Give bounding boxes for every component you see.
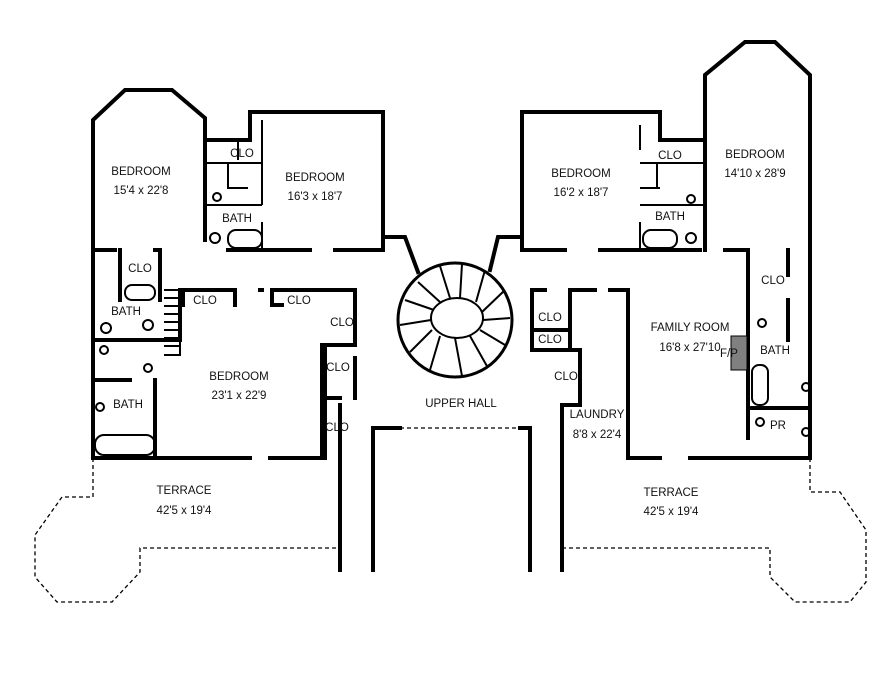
room-name: BEDROOM (209, 371, 268, 383)
terrace-right-outline (562, 458, 867, 603)
wall-bedroom-ne (703, 40, 812, 460)
bathtub (227, 229, 263, 249)
room-size: 8'8 x 22'4 (573, 429, 622, 441)
wall-closet-right (639, 125, 705, 250)
wall-bedroom-n-left (203, 110, 385, 252)
room-laundry: LAUNDRY 8'8 x 22'4 (570, 409, 625, 441)
closet-label: CLO (326, 362, 350, 374)
toilet (209, 232, 221, 244)
room-family-room: FAMILY ROOM 16'8 x 27'10 (651, 322, 730, 354)
terrace-left-outline (34, 458, 340, 603)
stair-treads (399, 263, 511, 377)
toilet (99, 345, 109, 355)
bath-label: BATH (760, 345, 790, 357)
bathtub (642, 229, 678, 249)
toilet (142, 319, 154, 331)
wall-closet (205, 120, 263, 250)
bath-label: BATH (655, 211, 685, 223)
closet-label: CLO (287, 295, 311, 307)
wall-bedroom-sw (91, 288, 564, 572)
room-size: 42'5 x 19'4 (157, 505, 213, 517)
toilet (686, 194, 696, 204)
bathtub (751, 364, 769, 406)
toilet (685, 232, 697, 244)
closet-label: CLO (554, 371, 578, 383)
room-size: 23'1 x 22'9 (212, 390, 267, 402)
toilet (100, 322, 112, 334)
wall-hall-left (381, 235, 524, 275)
room-name: TERRACE (157, 485, 212, 497)
wall-family-room (723, 248, 812, 440)
bath-label: BATH (113, 399, 143, 411)
room-bedroom-sw: BEDROOM 23'1 x 22'9 (209, 371, 268, 402)
toilet (95, 402, 105, 412)
toilet (143, 363, 153, 373)
room-size: 16'8 x 27'10 (659, 342, 720, 354)
bath-label: BATH (111, 306, 141, 318)
room-size: 42'5 x 19'4 (644, 506, 700, 518)
room-terrace-left: TERRACE 42'5 x 19'4 (157, 485, 213, 517)
toilet (757, 318, 767, 328)
room-bedroom-nw: BEDROOM 15'4 x 22'8 (111, 166, 170, 197)
closet-label: CLO (330, 317, 354, 329)
closet-label: CLO (193, 295, 217, 307)
closet-label: CLO (230, 148, 254, 160)
closet-label: CLO (538, 312, 562, 324)
room-size: 15'4 x 22'8 (114, 185, 169, 197)
closet-label: CLO (658, 150, 682, 162)
closet-label: CLO (761, 275, 785, 287)
closet-label: CLO (325, 422, 349, 434)
spiral-staircase (396, 261, 514, 379)
toilet (212, 192, 222, 202)
toilet (801, 382, 811, 392)
room-name: FAMILY ROOM (651, 322, 730, 334)
room-name: BEDROOM (111, 166, 170, 178)
fireplace-label: F/P (720, 348, 738, 360)
wall-bedroom-n-right (520, 110, 707, 252)
room-terrace-right: TERRACE 42'5 x 19'4 (644, 487, 700, 518)
room-name: LAUNDRY (570, 409, 625, 421)
room-bedroom-n-left: BEDROOM 16'3 x 18'7 (285, 172, 344, 203)
wall-laundry (530, 288, 752, 460)
room-name: TERRACE (644, 487, 699, 499)
room-size: 14'10 x 28'9 (724, 168, 785, 180)
room-upper-hall: UPPER HALL (425, 398, 497, 410)
bathtub (124, 284, 156, 301)
powder-room-label: PR (770, 420, 786, 432)
stair-well (430, 297, 484, 339)
closet-label: CLO (538, 334, 562, 346)
room-bedroom-n-right: BEDROOM 16'2 x 18'7 (551, 168, 610, 199)
room-name: BEDROOM (725, 149, 784, 161)
room-bedroom-ne: BEDROOM 14'10 x 28'9 (724, 149, 785, 180)
fireplace (730, 335, 748, 371)
room-name: BEDROOM (551, 168, 610, 180)
room-size: 16'3 x 18'7 (288, 191, 343, 203)
bath-label: BATH (222, 213, 252, 225)
room-name: BEDROOM (285, 172, 344, 184)
bathtub (94, 434, 156, 456)
room-size: 16'2 x 18'7 (554, 187, 609, 199)
toilet (801, 427, 811, 437)
stairs-left (164, 289, 181, 356)
closet-label: CLO (128, 263, 152, 275)
toilet (755, 417, 765, 427)
